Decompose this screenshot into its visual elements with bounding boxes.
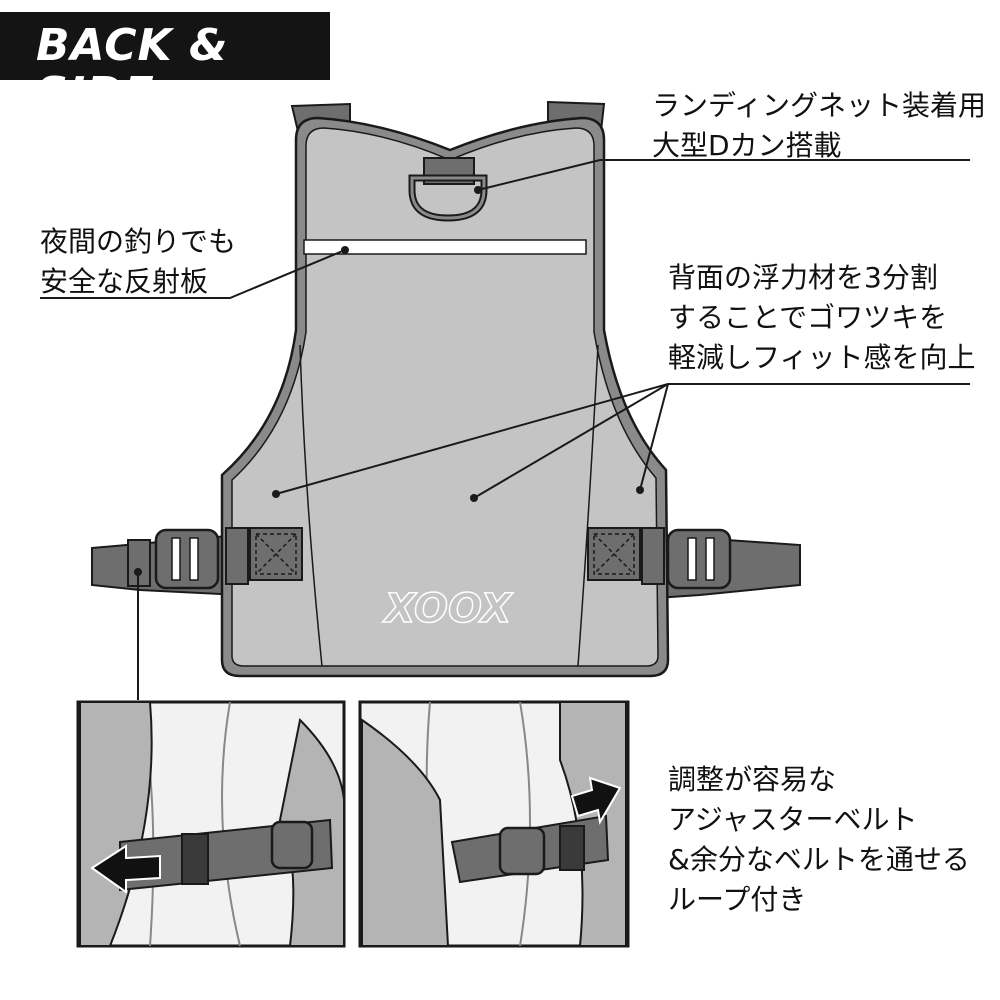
- reflector-callout-line: [40, 249, 346, 299]
- float-callout-line-center: [473, 383, 669, 499]
- callout-reflector-line1: 夜間の釣りでも: [40, 225, 237, 258]
- callout-reflector-line2: 安全な反射板: [40, 265, 209, 298]
- callout-belt-line4: ループ付き: [668, 883, 807, 916]
- title-banner: BACK & SIDE: [0, 12, 330, 118]
- velcro-patch-left: [249, 527, 303, 581]
- callout-dring-line2: 大型Dカン搭載: [652, 129, 842, 162]
- belt-keeper-left: [225, 527, 249, 585]
- callout-float-line2: することでゴワツキを: [668, 301, 948, 334]
- callout-belt: 調整が容易な アジャスターベルト &余分なベルトを通せる ループ付き: [668, 760, 970, 920]
- callout-dring-line1: ランディングネット装着用: [652, 89, 987, 122]
- dring-inner: [410, 176, 486, 220]
- arrow-left-icon: [90, 844, 161, 894]
- belt-keeper-right: [641, 527, 665, 585]
- float-panel-seam-left: [299, 344, 323, 667]
- float-panel-seam-right: [577, 344, 599, 667]
- callout-float-line3: 軽減しフィット感を向上: [668, 341, 976, 374]
- velcro-patch-right: [587, 527, 641, 581]
- buckle-right-icon: [666, 528, 732, 590]
- dring-callout-line: [477, 159, 970, 191]
- inset-belt-right: [358, 700, 630, 948]
- callout-belt-line3: &余分なベルトを通せる: [668, 843, 970, 876]
- page-title: BACK & SIDE: [36, 20, 229, 119]
- callout-lines: [40, 159, 970, 700]
- buckle-left-icon: [154, 528, 220, 590]
- reflector-strip: [303, 239, 587, 255]
- callout-float-line1: 背面の浮力材を3分割: [668, 261, 938, 294]
- inset-belt-left: [76, 700, 346, 948]
- callout-float: 背面の浮力材を3分割 することでゴワツキを 軽減しフィット感を向上: [668, 258, 975, 378]
- arrow-right-icon: [570, 776, 622, 825]
- callout-dots: [134, 186, 644, 576]
- callout-reflector: 夜間の釣りでも 安全な反射板: [40, 222, 236, 302]
- callout-belt-line1: 調整が容易な: [668, 763, 837, 796]
- float-callout-line-left: [275, 383, 669, 495]
- brand-logo: XOOX: [382, 586, 514, 632]
- callout-belt-line2: アジャスターベルト: [668, 803, 918, 836]
- float-callout-line-right: [639, 383, 669, 491]
- callout-dring: ランディングネット装着用 大型Dカン搭載: [652, 86, 986, 166]
